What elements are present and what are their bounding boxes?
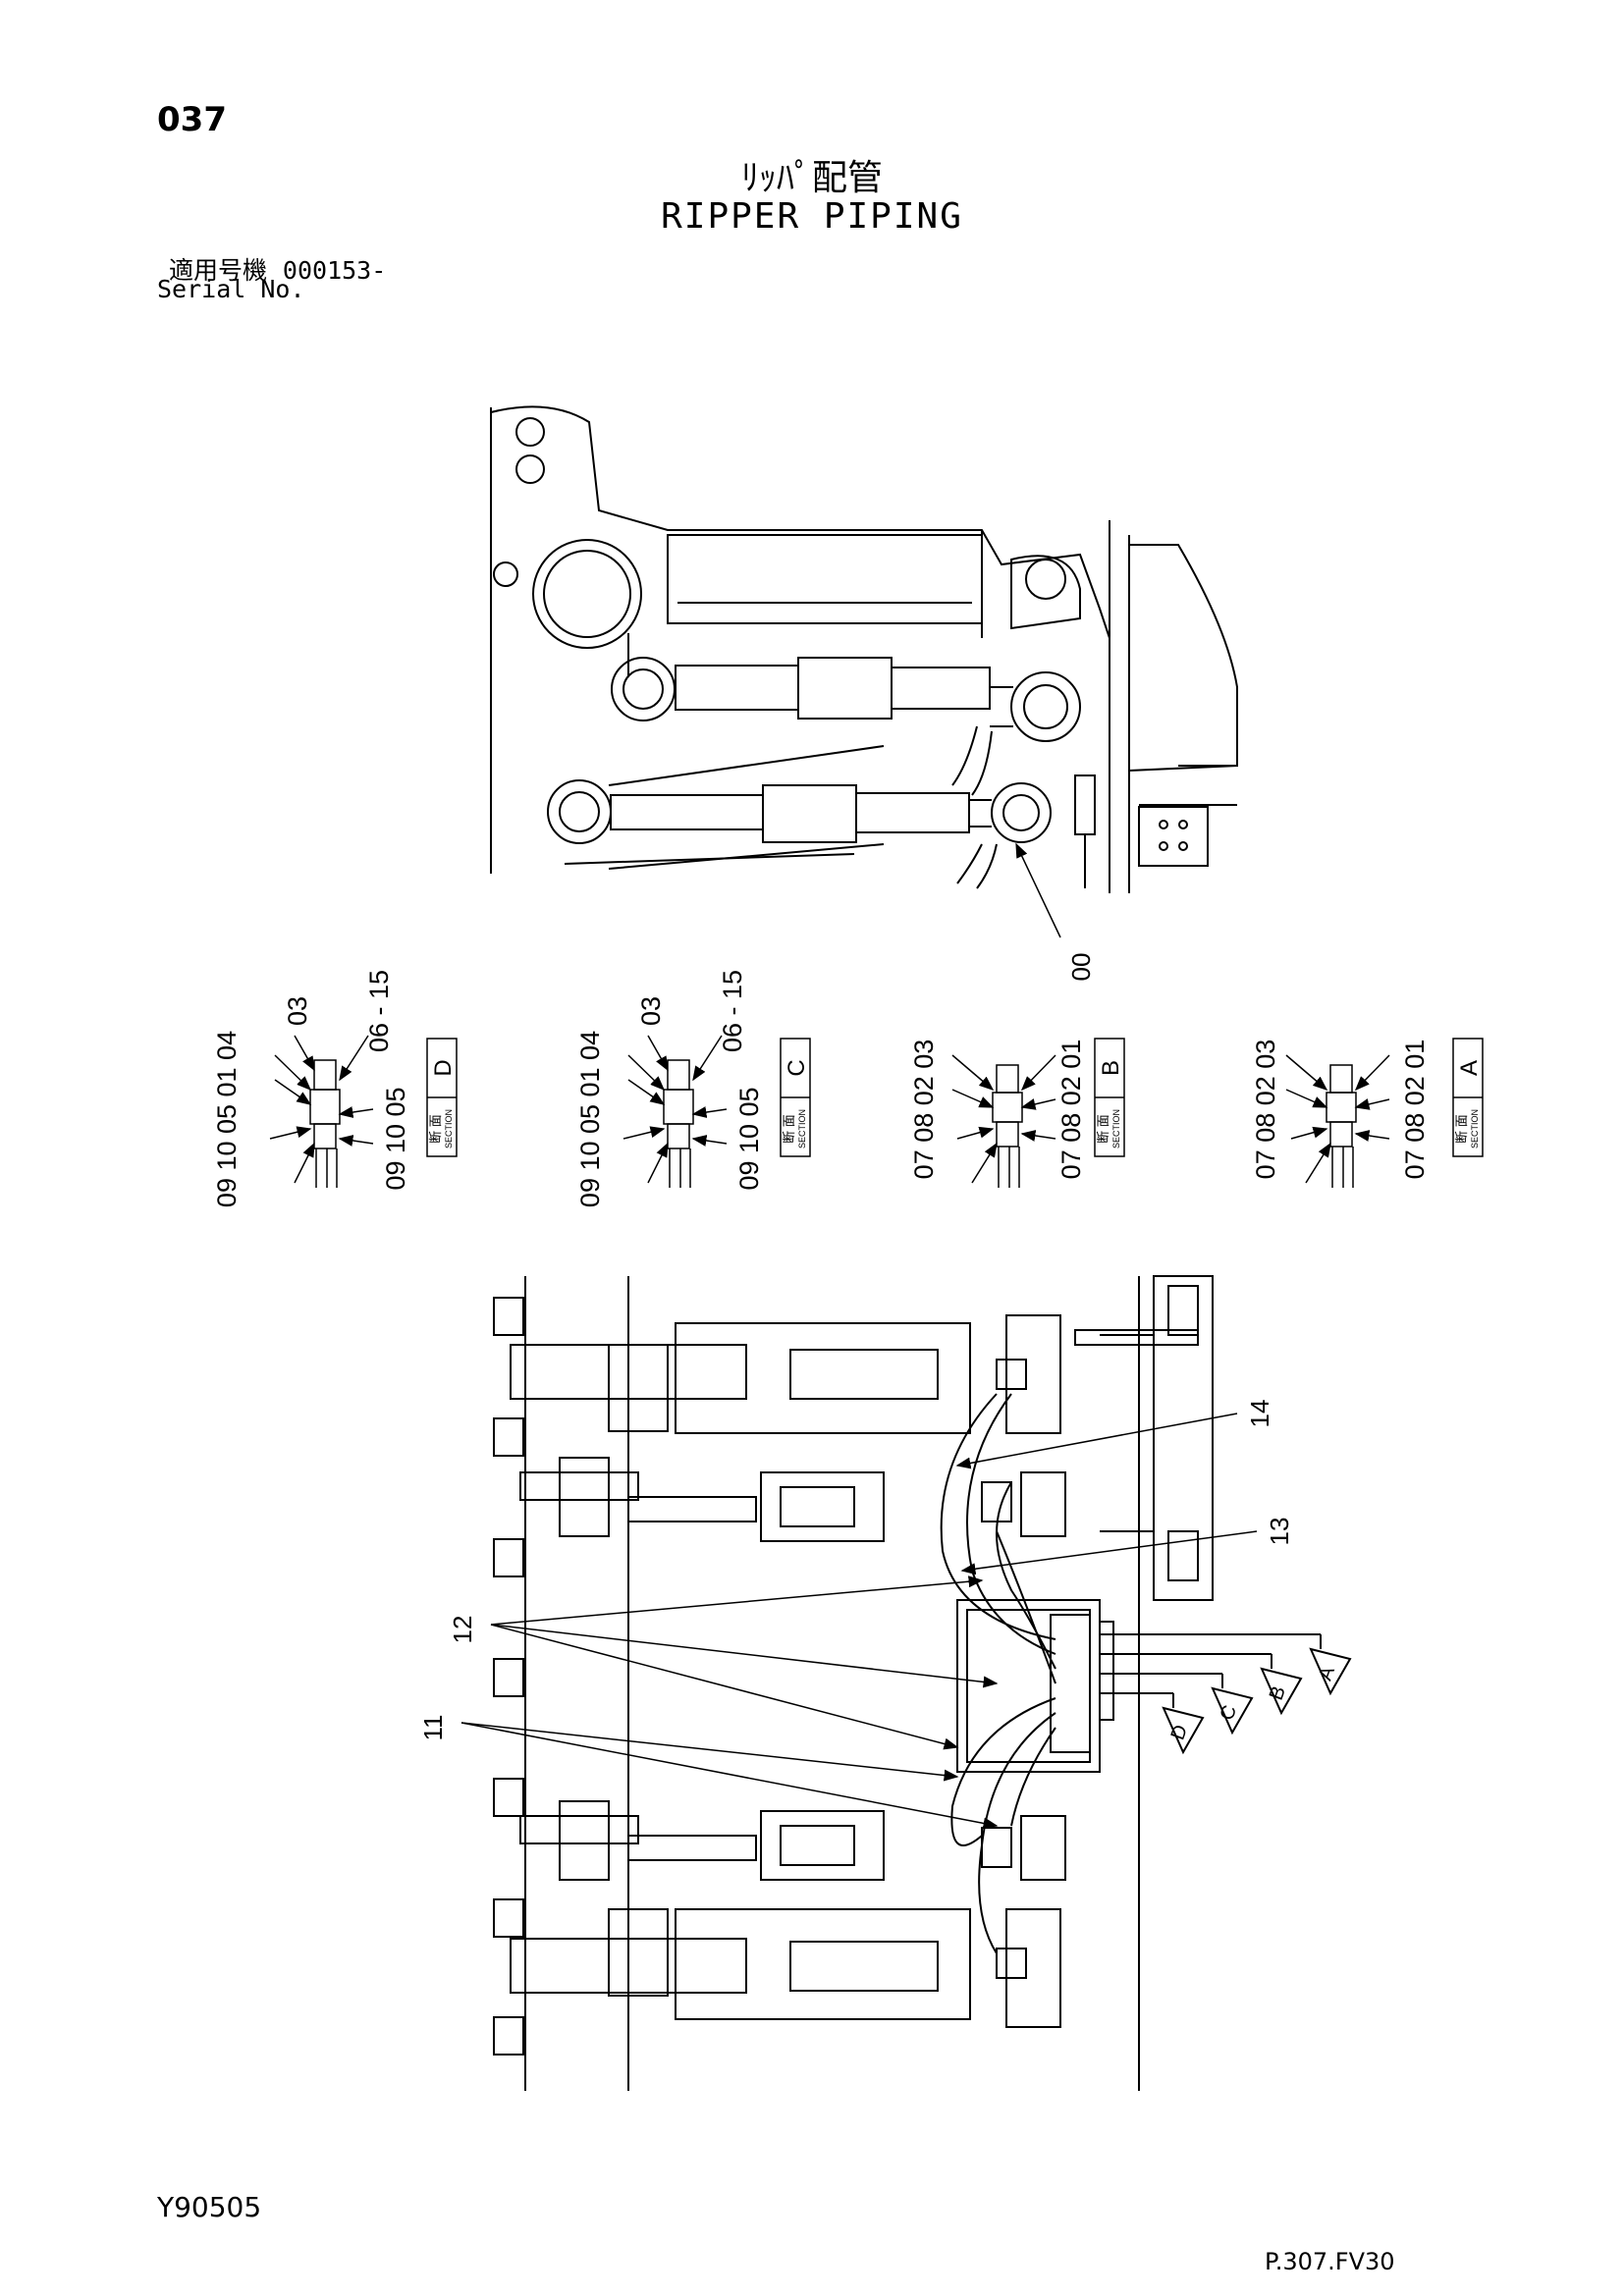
- serial-value: 000153-: [282, 256, 387, 285]
- section-b-left-numbers: 07 08 02 03: [909, 1040, 939, 1180]
- section-b-right-numbers: 07 08 02 01: [1056, 1040, 1086, 1180]
- section-a-label-jp: 断 面: [1454, 1114, 1469, 1144]
- section-d-callout-03: 03: [283, 996, 312, 1026]
- section-c-right-numbers: 09 10 05: [734, 1087, 764, 1190]
- section-d-right-numbers: 09 10 05: [381, 1087, 410, 1190]
- plan-view-drawing: [493, 1275, 1322, 2091]
- section-d-detail: 09 10 05 01 04 03 06 - 15 09 10 05 D 断 面…: [212, 970, 458, 1207]
- port-arrow-c: C: [1217, 1702, 1242, 1723]
- section-a-label-en: SECTION: [1470, 1109, 1480, 1148]
- section-a-right-numbers: 07 08 02 01: [1400, 1040, 1430, 1180]
- title-japanese: ﾘｯﾊﾟ配管: [740, 158, 883, 198]
- section-d-label-jp: 断 面: [428, 1114, 443, 1144]
- section-c-left-numbers: 09 10 05 01 04: [575, 1031, 605, 1207]
- section-b-letter: B: [1098, 1060, 1124, 1076]
- callout-13: 13: [1265, 1518, 1294, 1546]
- section-c-letter: C: [784, 1059, 810, 1076]
- section-a-detail: 07 08 02 03 07 08 02 01 A 断 面 SECTION: [1251, 1038, 1484, 1188]
- page-reference: P.307.FV30: [1265, 2248, 1395, 2275]
- port-arrows: A B C D: [1162, 1647, 1352, 1755]
- callout-00: 00: [1066, 953, 1096, 982]
- serial-label-en: Serial No.: [157, 275, 305, 303]
- serial-label-jp: 適用号機 000153-: [169, 251, 386, 287]
- callout-11: 11: [418, 1715, 448, 1741]
- side-view-drawing: [490, 405, 1238, 893]
- section-b-detail: 07 08 02 03 07 08 02 01 B 断 面 SECTION: [909, 1038, 1125, 1188]
- callout-12: 12: [448, 1616, 477, 1644]
- section-b-label-jp: 断 面: [1096, 1114, 1110, 1144]
- section-d-label-en: SECTION: [444, 1109, 454, 1148]
- section-d-left-numbers: 09 10 05 01 04: [212, 1031, 242, 1207]
- section-a-letter: A: [1456, 1060, 1483, 1076]
- section-d-letter: D: [430, 1059, 457, 1076]
- section-d-callout-06-15: 06 - 15: [364, 970, 394, 1052]
- port-arrow-d: D: [1167, 1722, 1193, 1742]
- section-c-label-jp: 断 面: [782, 1114, 796, 1144]
- serial-label-jp-text: 適用号機: [169, 256, 268, 285]
- callout-14: 14: [1245, 1400, 1274, 1428]
- page-number: 037: [157, 100, 227, 139]
- section-a-left-numbers: 07 08 02 03: [1251, 1040, 1280, 1180]
- section-b-label-en: SECTION: [1111, 1109, 1121, 1148]
- section-c-label-en: SECTION: [797, 1109, 807, 1148]
- section-c-callout-06-15: 06 - 15: [718, 970, 747, 1052]
- section-c-detail: 09 10 05 01 04 03 06 - 15 09 10 05 C 断 面…: [575, 970, 811, 1207]
- document-code: Y90505: [157, 2191, 262, 2223]
- title-english: RIPPER PIPING: [661, 196, 963, 237]
- section-c-callout-03: 03: [636, 996, 666, 1026]
- leader-lines: [460, 1413, 1258, 1830]
